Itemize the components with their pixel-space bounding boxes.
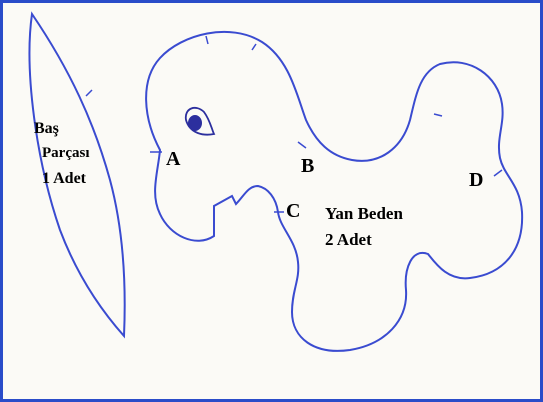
notch-mark-top-1 xyxy=(205,35,209,45)
notch-mark-d xyxy=(493,169,503,177)
point-label-d: D xyxy=(469,169,484,191)
notch-mark-b xyxy=(297,141,307,149)
point-label-c: C xyxy=(286,200,301,222)
side-body-outline xyxy=(145,30,524,352)
eye-icon xyxy=(184,106,216,136)
point-label-a: A xyxy=(166,148,181,170)
notch-mark-top-2 xyxy=(251,43,257,51)
head-piece-count: 1 Adet xyxy=(42,170,86,187)
head-piece-outline xyxy=(28,11,126,339)
head-piece-title: Baş xyxy=(34,120,59,137)
head-piece-part-label: Parçası xyxy=(42,145,90,161)
side-body-count: 2 Adet xyxy=(325,230,372,249)
notch-mark-right xyxy=(433,113,443,117)
side-body-title: Yan Beden xyxy=(325,204,403,223)
point-label-b: B xyxy=(301,155,315,177)
head-piece-tick xyxy=(85,89,93,97)
